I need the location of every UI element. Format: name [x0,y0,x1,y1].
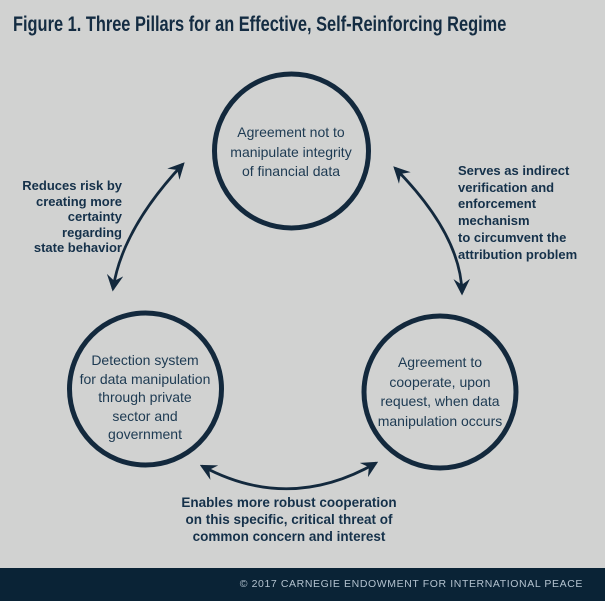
top-circle-label: Agreement not to manipulate integrity of… [230,124,352,179]
top-circle-outline [212,71,371,231]
bottom-right-circle-outline [361,313,519,471]
left-double-arrow [106,162,185,292]
bottom-arrow-annotation: Enables more robust cooperation on this … [181,495,397,544]
right-arrow-annotation: Serves as indirect verification and enfo… [458,163,578,262]
bottom-left-circle-outline [67,310,224,468]
footer-bar: © 2017 CARNEGIE ENDOWMENT FOR INTERNATIO… [0,568,605,601]
bottom-double-arrow [199,461,379,491]
bottom-left-circle-label: Detection system for data manipulation t… [79,352,211,442]
left-arrow-annotation: Reduces risk by creating more certainty … [22,178,122,255]
right-double-arrow [393,166,470,296]
figure-title: Figure 1. Three Pillars for an Effective… [13,13,507,36]
bottom-right-circle-label: Agreement to cooperate, upon request, wh… [377,354,503,429]
copyright-credit: © 2017 CARNEGIE ENDOWMENT FOR INTERNATIO… [239,578,583,590]
